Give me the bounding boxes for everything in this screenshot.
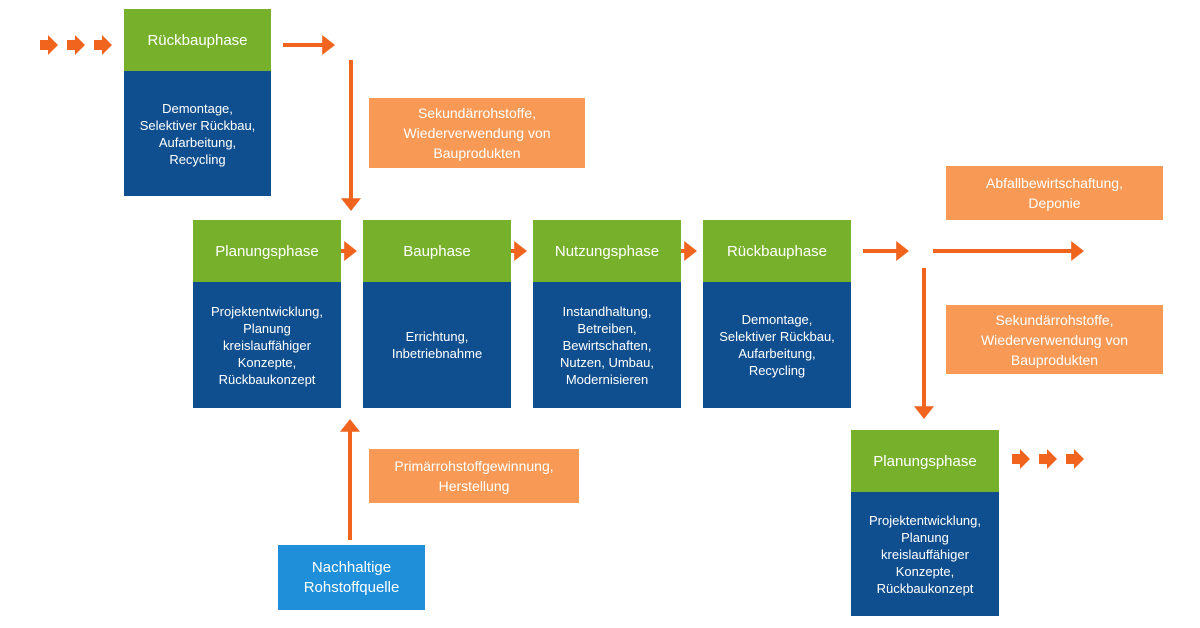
phase-title: Bauphase <box>363 220 511 282</box>
resource-secondary-materials-right: Sekundärrohstoffe, Wiederverwendung von … <box>946 305 1163 374</box>
phase-nutzung: Nutzungsphase Instandhaltung, Betreiben,… <box>533 220 681 408</box>
phase-title: Rückbauphase <box>703 220 851 282</box>
phase-title: Planungsphase <box>851 430 999 492</box>
phase-rueckbau-previous: Rückbauphase Demontage, Selektiver Rückb… <box>124 9 271 196</box>
phase-activities: Instandhaltung, Betreiben, Bewirtschafte… <box>533 282 681 408</box>
sustainable-raw-material-source: Nachhaltige Rohstoffquelle <box>278 545 425 610</box>
phase-title: Planungsphase <box>193 220 341 282</box>
phase-activities: Demontage, Selektiver Rückbau, Aufarbeit… <box>124 71 271 196</box>
phase-activities: Errichtung, Inbetriebnahme <box>363 282 511 408</box>
phase-activities: Demontage, Selektiver Rückbau, Aufarbeit… <box>703 282 851 408</box>
phase-activities: Projektentwicklung, Planung kreislauffäh… <box>851 492 999 616</box>
phase-bau: Bauphase Errichtung, Inbetriebnahme <box>363 220 511 408</box>
phase-planung-next: Planungsphase Projektentwicklung, Planun… <box>851 430 999 616</box>
resource-waste-management: Abfallbewirtschaftung, Deponie <box>946 166 1163 220</box>
phase-title: Rückbauphase <box>124 9 271 71</box>
resource-secondary-materials-top: Sekundärrohstoffe, Wiederverwendung von … <box>369 98 585 168</box>
triple-arrow-icon <box>1012 449 1084 469</box>
phase-title: Nutzungsphase <box>533 220 681 282</box>
phase-rueckbau: Rückbauphase Demontage, Selektiver Rückb… <box>703 220 851 408</box>
triple-arrow-icon <box>40 35 112 55</box>
phase-planung: Planungsphase Projektentwicklung, Planun… <box>193 220 341 408</box>
resource-primary-materials: Primärrohstoffgewinnung, Herstellung <box>369 449 579 503</box>
phase-activities: Projektentwicklung, Planung kreislauffäh… <box>193 282 341 408</box>
